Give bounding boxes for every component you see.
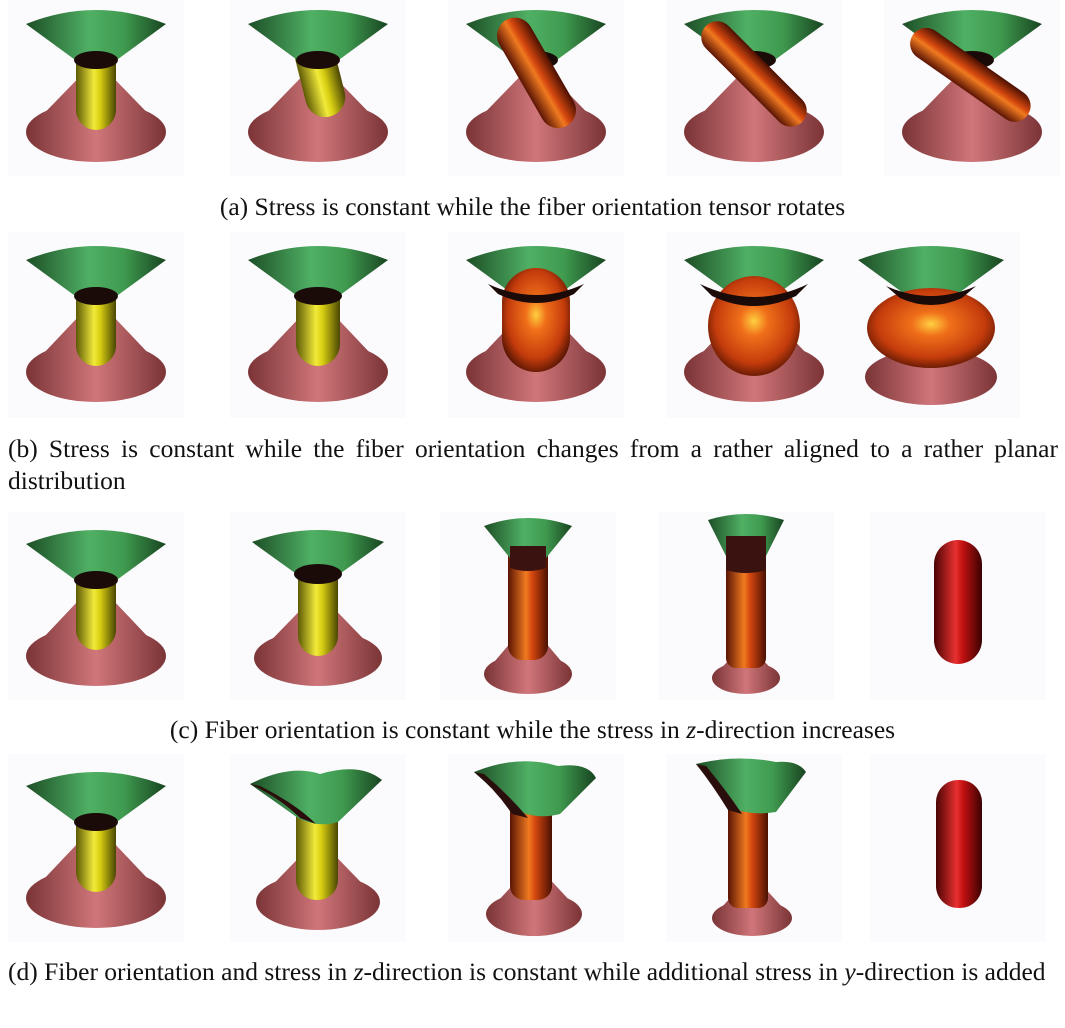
glyph-panel-a1 (8, 0, 184, 176)
glyph-panel-d4 (666, 754, 842, 942)
row-d: (d) Fiber orientation and stress in z-di… (0, 754, 1065, 1028)
caption-d: (d) Fiber orientation and stress in z-di… (8, 956, 1058, 988)
caption-d-var-1: z (353, 957, 364, 986)
glyph-panel-d1 (8, 754, 184, 942)
row-b: (b) Stress is constant while the fiber o… (0, 232, 1065, 502)
glyph-panel-d2 (230, 754, 406, 942)
row-a: (a) Stress is constant while the fiber o… (0, 0, 1065, 230)
glyph-panel-b3 (448, 232, 624, 418)
glyph-panel-c3 (440, 512, 616, 700)
caption-d-text-1: (d) Fiber orientation and stress in (8, 957, 354, 986)
glyph-panel-a5 (884, 0, 1060, 176)
glyph-panel-b4 (666, 232, 842, 418)
caption-d-text-2: -direction is constant while additional … (363, 957, 845, 986)
glyph-panel-a3 (448, 0, 624, 176)
caption-c: (c) Fiber orientation is constant while … (0, 714, 1065, 746)
glyph-panel-a4 (666, 0, 842, 176)
glyph-panel-d5 (870, 754, 1046, 942)
caption-c-text-1: (c) Fiber orientation is constant while … (169, 715, 687, 744)
glyph-panel-d3 (448, 754, 624, 942)
glyph-panel-b2 (230, 232, 406, 418)
caption-c-var: z (686, 715, 697, 744)
caption-a: (a) Stress is constant while the fiber o… (219, 192, 846, 221)
caption-b: (b) Stress is constant while the fiber o… (8, 434, 1058, 495)
glyph-panel-b5 (842, 232, 1020, 418)
row-c: (c) Fiber orientation is constant while … (0, 512, 1065, 752)
caption-d-text-3: -direction is added (855, 957, 1046, 986)
glyph-panel-c1 (8, 512, 184, 700)
glyph-panel-c2 (230, 512, 406, 700)
glyph-panel-c4 (658, 512, 834, 700)
caption-c-text-2: -direction increases (696, 715, 896, 744)
glyph-panel-c5 (870, 512, 1046, 700)
glyph-panel-b1 (8, 232, 184, 418)
caption-d-var-2: y (844, 957, 856, 986)
glyph-panel-a2 (230, 0, 406, 176)
